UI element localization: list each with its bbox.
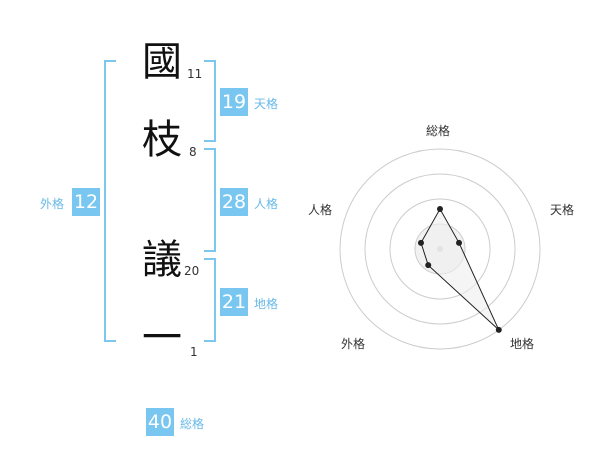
radar-point-4 <box>425 262 432 269</box>
radar-axis-label-jinkaku: 人格 <box>308 203 333 217</box>
tenkaku-label: 天格 <box>254 97 279 111</box>
gaikaku-label: 外格 <box>40 197 65 211</box>
name-char-4: 一 <box>142 315 182 361</box>
gaikaku-bracket <box>104 60 116 342</box>
chikaku-label: 地格 <box>254 297 279 311</box>
radar-point-1 <box>437 206 443 212</box>
tenkaku-bracket <box>204 60 216 142</box>
jinkaku-value: 28 <box>220 188 248 216</box>
tenkaku-value: 19 <box>220 88 248 116</box>
jinkaku-label: 人格 <box>254 197 279 211</box>
radar-point-3 <box>495 326 502 333</box>
name-char-1: 國 <box>142 39 182 85</box>
soukaku-label: 総格 <box>180 417 205 431</box>
name-char-2: 枝 <box>142 117 182 163</box>
radar-axis-label-tenkaku: 天格 <box>550 203 575 217</box>
jinkaku-bracket <box>204 148 216 252</box>
chikaku-bracket <box>204 258 216 342</box>
radar-point-5 <box>417 239 424 246</box>
stroke-count-1: 11 <box>187 67 203 81</box>
radar-point-2 <box>456 239 463 246</box>
radar-axis-label-chikaku: 地格 <box>510 337 535 351</box>
radar-ring-2 <box>389 198 491 300</box>
chikaku-value: 21 <box>220 288 248 316</box>
stroke-count-2: 8 <box>189 145 197 159</box>
stroke-count-3: 20 <box>184 264 200 278</box>
radar-axis-label-soukaku: 総格 <box>426 124 451 138</box>
stroke-count-4: 1 <box>190 345 198 359</box>
radar-series-polygon <box>420 207 500 331</box>
radar-ring-3 <box>364 173 516 325</box>
radar-ring-4 <box>339 148 541 350</box>
name-char-3: 議 <box>142 237 182 283</box>
soukaku-value: 40 <box>146 408 174 436</box>
radar-axis-label-gaikaku: 外格 <box>341 337 366 351</box>
gaikaku-value: 12 <box>72 188 100 216</box>
